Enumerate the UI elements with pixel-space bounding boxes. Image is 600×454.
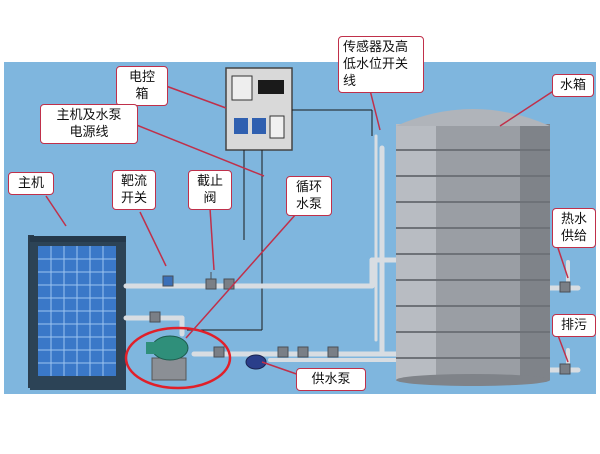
label-line: 主机及水泵	[56, 108, 122, 123]
label-line: 截止	[196, 174, 223, 189]
label-line: 供水泵	[311, 372, 351, 387]
main-unit	[28, 235, 126, 390]
stop-valve-6	[297, 346, 309, 358]
label-line: 箱	[135, 87, 149, 102]
valves	[149, 272, 571, 375]
stop-valve-9	[559, 363, 571, 375]
callout-flow-switch: 靶流 开关	[112, 170, 156, 210]
water-tank	[396, 109, 550, 386]
label-line: 电源线	[69, 125, 109, 140]
circulation-pump	[146, 335, 189, 381]
callout-sensor-line: 传感器及高 低水位开关 线	[338, 36, 424, 93]
stop-valve-8	[559, 281, 571, 293]
stop-valve-3	[149, 311, 161, 323]
highlight-ellipse	[124, 326, 232, 390]
callout-drain: 排污	[552, 314, 596, 337]
flow-switch	[162, 275, 174, 287]
label-line: 线	[343, 74, 357, 89]
stop-valve-2	[223, 278, 235, 290]
label-line: 主机	[17, 176, 44, 191]
callout-main-unit: 主机	[8, 172, 54, 195]
label-line: 开关	[120, 191, 147, 206]
stop-valve-5	[277, 346, 289, 358]
callout-supply-pump: 供水泵	[296, 368, 366, 391]
stop-valve-4	[213, 346, 225, 358]
callout-leaders	[45, 73, 569, 379]
callout-power-line: 主机及水泵 电源线	[40, 104, 138, 144]
label-line: 排污	[560, 318, 587, 333]
label-line: 低水位开关	[343, 57, 409, 72]
label-line: 阀	[203, 191, 217, 206]
label-line: 水箱	[559, 78, 586, 93]
stop-valve-7	[327, 346, 339, 358]
label-line: 靶流	[120, 174, 147, 189]
label-line: 传感器及高	[343, 40, 409, 55]
callout-stop-valve: 截止 阀	[188, 170, 232, 210]
label-line: 水泵	[295, 197, 322, 212]
control-box	[225, 67, 293, 151]
callout-control-box: 电控 箱	[116, 66, 168, 106]
label-line: 电控	[128, 70, 155, 85]
callout-water-tank: 水箱	[552, 74, 594, 97]
label-line: 热水	[560, 212, 587, 227]
stop-valve-1	[205, 278, 217, 290]
supply-pump	[245, 354, 267, 370]
callout-hot-water-supply: 热水 供给	[552, 208, 596, 248]
callout-circulation-pump: 循环 水泵	[286, 176, 332, 216]
label-line: 循环	[295, 180, 322, 195]
label-line: 供给	[560, 229, 587, 244]
